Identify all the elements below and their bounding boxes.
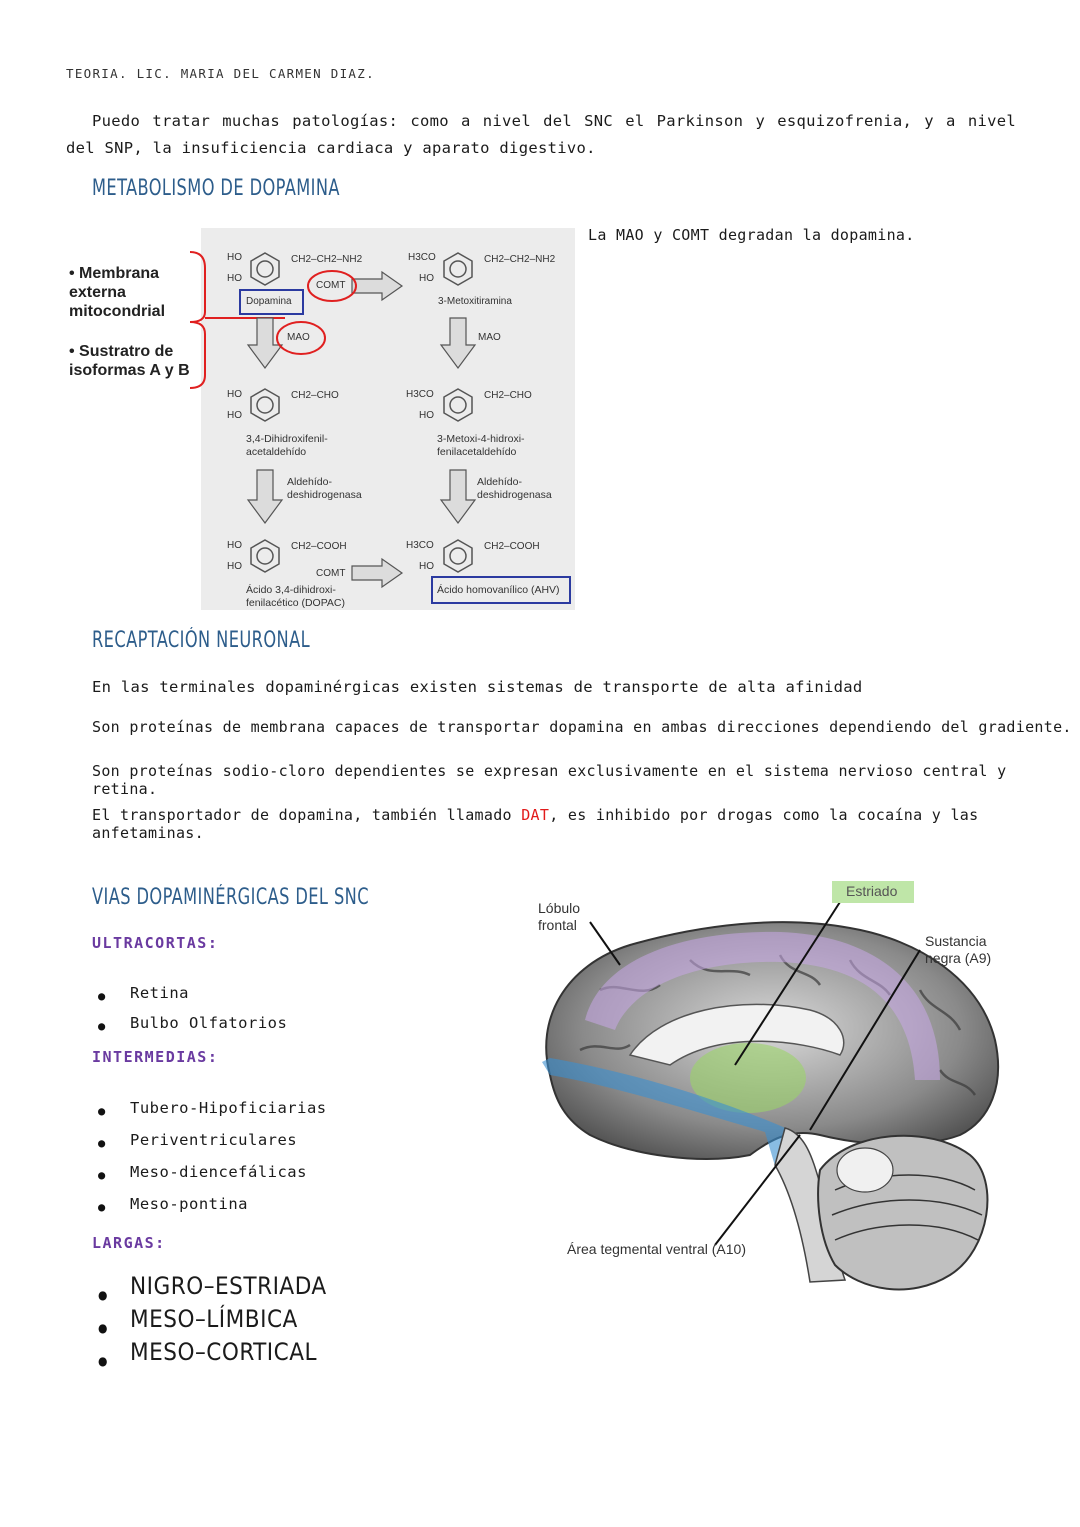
list-item: Bulbo Olfatorios <box>92 1008 287 1041</box>
met-h3co: H3CO <box>408 252 436 263</box>
met-ho: HO <box>419 273 434 284</box>
ring-dopamine <box>250 252 280 286</box>
acid2-h3co: H3CO <box>406 540 434 551</box>
arbor-vitae <box>836 1147 894 1193</box>
ald2-formula: CH2–CHO <box>484 390 532 401</box>
intermedias-list: Tubero-Hipoficiarias Periventriculares M… <box>92 1092 327 1223</box>
ald1-formula: CH2–CHO <box>291 390 339 401</box>
purple-pathway <box>585 931 940 1080</box>
mao-label-left: MAO <box>287 332 310 343</box>
area-label: Área tegmental ventral (A10) <box>567 1241 746 1257</box>
acid1-label: Ácido 3,4-dihidroxi- fenilacético (DOPAC… <box>246 584 346 609</box>
reuptake-title: RECAPTACIÓN NEURONAL <box>92 628 311 653</box>
intermedias-label: INTERMEDIAS: <box>92 1048 219 1066</box>
ring-acid1 <box>250 539 280 573</box>
green-striatum <box>690 1043 806 1113</box>
list-item: Meso-pontina <box>92 1188 327 1223</box>
metabolism-title: METABOLISMO DE DOPAMINA <box>92 176 340 201</box>
arrow-down-mao-left <box>246 317 284 370</box>
list-item: Tubero-Hipoficiarias <box>92 1092 327 1127</box>
list-item: MESO–CORTICAL <box>92 1336 327 1378</box>
ald1-ho2: HO <box>227 410 242 421</box>
acid2-ho: HO <box>419 561 434 572</box>
list-item: Retina <box>92 978 287 1011</box>
leader-line-sustancia <box>809 949 921 1131</box>
reuptake-p4: El transportador de dopamina, también ll… <box>92 806 1080 842</box>
corpus-callosum <box>628 1003 845 1066</box>
reuptake-p4-pre: El transportador de dopamina, también ll… <box>92 806 522 824</box>
estriado-label: Estriado <box>846 883 898 899</box>
metabolism-diagram <box>189 251 571 604</box>
arrow-right-comt-top <box>351 270 404 302</box>
metoxitiramina-label: 3-Metoxitiramina <box>438 296 512 307</box>
brain-illustration <box>542 901 1000 1291</box>
page-header: TEORIA. LIC. MARIA DEL CARMEN DIAZ. <box>66 66 375 81</box>
acid1-ho1: HO <box>227 540 242 551</box>
acid1-formula: CH2–COOH <box>291 541 347 552</box>
side-label-sustrato: • Sustratro de isoformas A y B <box>69 343 190 379</box>
dat-highlight: DAT <box>521 806 550 824</box>
list-item: Meso-diencefálicas <box>92 1156 327 1191</box>
leader-line-lobulo <box>589 921 621 966</box>
ultracortas-list: Retina Bulbo Olfatorios <box>92 978 287 1041</box>
dop-ho2: HO <box>227 273 242 284</box>
acid1-ho2: HO <box>227 561 242 572</box>
dop-ho1: HO <box>227 252 242 263</box>
largas-list: NIGRO–ESTRIADA MESO–LÍMBICA MESO–CORTICA… <box>92 1270 327 1378</box>
arrow-right-comt-bottom <box>351 557 404 589</box>
ahv-box <box>431 576 571 604</box>
largas-label: LARGAS: <box>92 1234 166 1252</box>
arrow-down-dh-right <box>439 469 477 525</box>
intro-paragraph: Puedo tratar muchas patologías: como a n… <box>66 112 1016 157</box>
ald1-ho1: HO <box>227 389 242 400</box>
pathways-title: VIAS DOPAMINÉRGICAS DEL SNC <box>92 885 369 910</box>
ring-aldehyde1 <box>250 388 280 422</box>
list-item: Periventriculares <box>92 1124 327 1159</box>
mao-circle <box>276 321 326 355</box>
label-lines <box>589 901 921 1246</box>
dehydrogenase-left: Aldehído- deshidrogenasa <box>287 476 362 501</box>
met-formula: CH2–CH2–NH2 <box>484 254 556 265</box>
sustancia-label: Sustancia negra (A9) <box>925 933 992 966</box>
blue-pathway <box>542 1058 790 1166</box>
ring-acid2 <box>443 539 473 573</box>
aldehyde1-label: 3,4-Dihidroxifenil- acetaldehído <box>246 433 328 458</box>
reuptake-p3: Son proteínas sodio-cloro dependientes s… <box>92 762 1007 798</box>
reuptake-p4-post: , es inhibido por drogas como la cocaína… <box>92 806 979 842</box>
list-item: NIGRO–ESTRIADA <box>92 1270 327 1312</box>
ald2-ho: HO <box>419 410 434 421</box>
dehydrogenase-right: Aldehído- deshidrogenasa <box>477 476 552 501</box>
leader-line-estriado <box>734 901 841 1066</box>
lobulo-label: Lóbulo frontal <box>538 900 581 933</box>
ring-metoxitiramina <box>443 252 473 286</box>
dop-formula: CH2–CH2–NH2 <box>291 254 363 265</box>
comt-circle <box>307 270 357 302</box>
reuptake-p2: Son proteínas de membrana capaces de tra… <box>92 718 1072 736</box>
leader-line-area <box>714 1134 801 1246</box>
ring-aldehyde2 <box>443 388 473 422</box>
list-item: MESO–LÍMBICA <box>92 1303 327 1345</box>
dopamina-label: Dopamina <box>246 296 292 307</box>
arrow-down-dh-left <box>246 469 284 525</box>
comt-label-top: COMT <box>316 280 346 291</box>
acid2-label: Ácido homovanílico (AHV) <box>437 584 560 596</box>
reuptake-p1: En las terminales dopaminérgicas existen… <box>92 678 863 696</box>
ald2-h3co: H3CO <box>406 389 434 400</box>
metabolism-note: La MAO y COMT degradan la dopamina. <box>588 226 915 244</box>
aldehyde2-label: 3-Metoxi-4-hidroxi- fenilacetaldehído <box>437 433 525 458</box>
acid2-formula: CH2–COOH <box>484 541 540 552</box>
comt-label-bottom: COMT <box>316 568 346 579</box>
ultracortas-label: ULTRACORTAS: <box>92 934 219 952</box>
side-label-membrana: • Membrana externa mitocondrial <box>69 265 166 320</box>
mao-label-right: MAO <box>478 332 501 343</box>
dopamina-box <box>239 289 304 315</box>
estriado-highlight <box>832 881 914 903</box>
arrow-down-mao-right <box>439 317 477 370</box>
